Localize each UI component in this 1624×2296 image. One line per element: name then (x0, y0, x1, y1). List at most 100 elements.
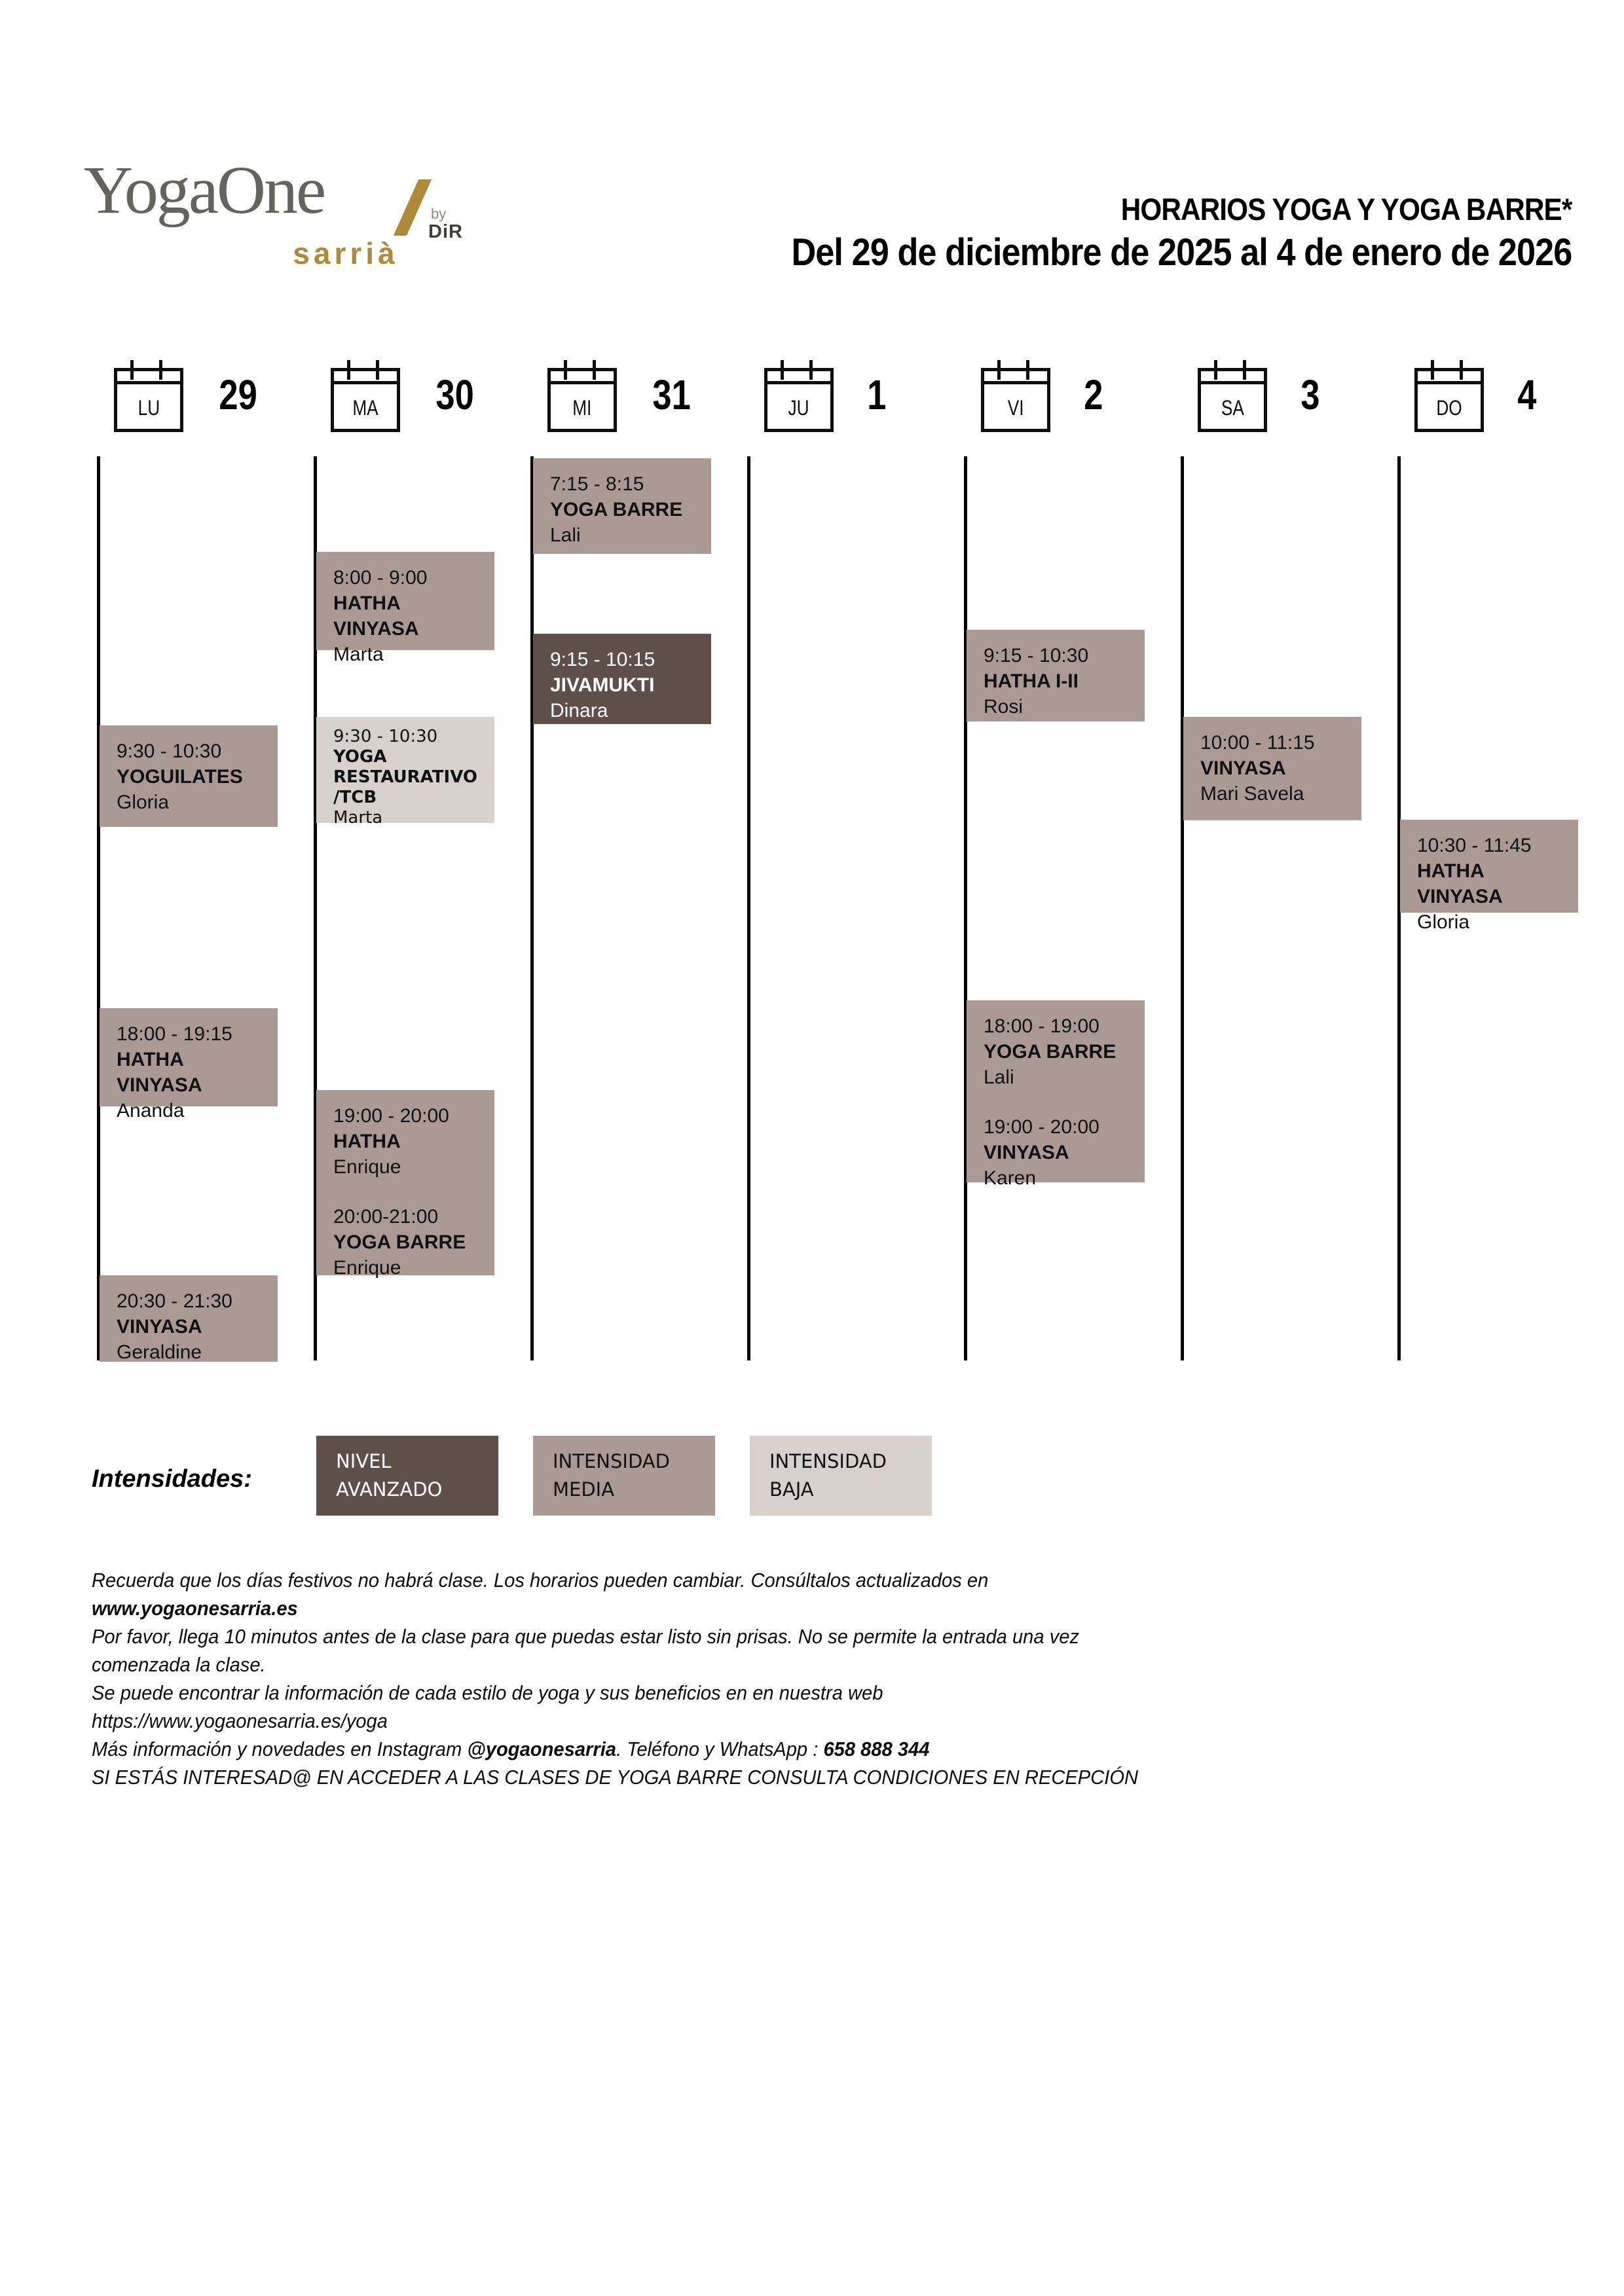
class-name: YOGA BARRE (984, 1041, 1116, 1063)
footer-line: Se puede encontrar la información de cad… (92, 1679, 1483, 1707)
footer-text: Más información y novedades en Instagram (92, 1738, 468, 1760)
footer-highlight-text: @yogaonesarria (467, 1738, 617, 1760)
class-time: 9:30 - 10:30 (333, 727, 438, 746)
calendar-ring-icon (593, 360, 596, 380)
calendar-ring-icon (1460, 360, 1463, 380)
class-name: JIVAMUKTI (550, 674, 655, 696)
legend-item-baja: INTENSIDAD BAJA (750, 1436, 932, 1516)
day-number-text: 29 (219, 371, 257, 418)
day-header-vi: VI (981, 360, 1050, 432)
class-time: 18:00 - 19:00 (984, 1015, 1099, 1037)
day-number-text: 31 (652, 371, 691, 418)
footer-line: https://www.yogaonesarria.es/yoga (92, 1707, 1483, 1735)
day-abbr-text: MA (352, 396, 378, 420)
teacher-name: Rosi (984, 696, 1024, 718)
footer-highlight-text: www.yogaonesarria.es (92, 1597, 298, 1620)
class-time: 9:15 - 10:15 (550, 649, 655, 670)
class-name: HATHA I-II (984, 670, 1079, 692)
legend-item-media: INTENSIDAD MEDIA (533, 1436, 715, 1516)
day-abbr-label: DO (1418, 388, 1481, 429)
day-number: 2 (1082, 371, 1105, 419)
class-name: YOGA BARRE (550, 499, 683, 520)
schedule-title: HORARIOS YOGA Y YOGA BARRE* (1120, 192, 1572, 227)
column-divider-line (530, 456, 534, 1360)
day-number-text: 2 (1084, 371, 1103, 418)
calendar-ring-icon (159, 360, 162, 380)
calendar-icon: MA (331, 360, 400, 432)
footer-text: comenzada la clase. (92, 1653, 266, 1676)
calendar-icon: JU (764, 360, 834, 432)
day-number: 29 (215, 371, 261, 419)
yogaone-logo: YogaOne by DiR sarrià (84, 153, 477, 274)
calendar-icon: LU (114, 360, 183, 432)
calendar-icon: DO (1414, 360, 1484, 432)
calendar-ring-icon (347, 360, 350, 380)
teacher-name: Marta (333, 644, 384, 665)
footer-line: Por favor, llega 10 minutos antes de la … (92, 1622, 1483, 1650)
teacher-name: Gloria (1417, 911, 1470, 933)
legend-item-label: NIVEL AVANZADO (336, 1450, 443, 1501)
calendar-ring-icon (1431, 360, 1434, 380)
class-time: 9:30 - 10:30 (117, 740, 222, 762)
day-number: 31 (648, 371, 695, 419)
column-divider-line (97, 456, 100, 1360)
class-name: HATHA (333, 1131, 401, 1152)
teacher-name: Enrique (333, 1156, 401, 1178)
class-time: 10:30 - 11:45 (1417, 835, 1532, 856)
day-abbr-text: MI (572, 396, 592, 420)
day-number: 3 (1299, 371, 1322, 419)
teacher-name: Lali (550, 524, 581, 546)
class-name: HATHA VINYASA (1417, 860, 1503, 907)
footer-notes: Recuerda que los días festivos no habrá … (92, 1566, 1572, 1791)
legend-item-avanzado: NIVEL AVANZADO (316, 1436, 498, 1516)
day-number: 4 (1515, 371, 1539, 419)
class-name: YOGA RESTAURATIVO /TCB (333, 747, 477, 807)
logo-by-text: by (431, 206, 447, 222)
day-header-ju: JU (764, 360, 834, 432)
day-header-do: DO (1414, 360, 1484, 432)
teacher-name: Gloria (117, 792, 170, 813)
calendar-header-strip (334, 371, 397, 384)
column-divider-line (314, 456, 317, 1360)
teacher-name: Lali (984, 1066, 1014, 1088)
teacher-name: Geraldine (117, 1341, 202, 1363)
calendar-ring-icon (997, 360, 1001, 380)
calendar-header-strip (551, 371, 614, 384)
day-abbr-label: VI (984, 388, 1047, 429)
day-number-text: 1 (867, 371, 887, 418)
footer-highlight-text: 658 888 344 (823, 1738, 930, 1760)
calendar-ring-icon (1214, 360, 1217, 380)
teacher-name: Dinara (550, 700, 608, 721)
day-number: 30 (432, 371, 478, 419)
calendar-icon: MI (547, 360, 617, 432)
day-abbr-label: SA (1201, 388, 1264, 429)
calendar-header-strip (984, 371, 1047, 384)
teacher-name: Mari Savela (1200, 783, 1304, 805)
footer-text: Por favor, llega 10 minutos antes de la … (92, 1625, 1080, 1648)
footer-line: comenzada la clase. (92, 1650, 1483, 1679)
calendar-ring-icon (376, 360, 379, 380)
day-number: 1 (865, 371, 889, 419)
day-header-mi: MI (547, 360, 617, 432)
class-time: 9:15 - 10:30 (984, 645, 1089, 666)
class-name: HATHA VINYASA (333, 592, 419, 640)
